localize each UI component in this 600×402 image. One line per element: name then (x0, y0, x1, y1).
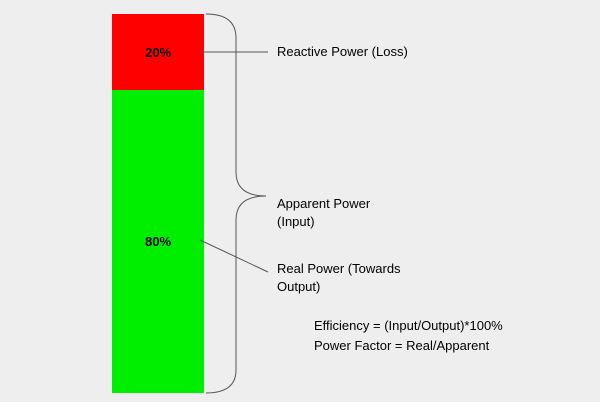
real-power-text-line2: Output) (277, 279, 321, 294)
reactive-power-text: Reactive Power (Loss) (277, 44, 408, 59)
apparent-power-text-line2: (Input) (277, 214, 315, 229)
reactive-power-label: Reactive Power (Loss) (277, 44, 408, 60)
real-power-label: Real Power (Towards Output) (277, 261, 401, 295)
apparent-power-label: Apparent Power (Input) (277, 196, 370, 230)
real-power-segment: 80% (112, 90, 204, 393)
real-percent-label: 80% (144, 234, 172, 249)
reactive-percent-label: 20% (144, 44, 172, 60)
real-power-text-line1: Real Power (Towards (277, 261, 401, 276)
power-factor-formula: Power Factor = Real/Apparent (314, 338, 489, 354)
apparent-power-text-line1: Apparent Power (277, 196, 371, 211)
power-factor-formula-text: Power Factor = Real/Apparent (314, 338, 490, 353)
efficiency-formula: Efficiency = (Input/Output)*100% (314, 318, 503, 334)
reactive-power-segment: 20% (112, 14, 204, 90)
real-leader-line (199, 239, 269, 273)
efficiency-formula-text: Efficiency = (Input/Output)*100% (314, 318, 503, 333)
apparent-power-brace (205, 13, 267, 394)
